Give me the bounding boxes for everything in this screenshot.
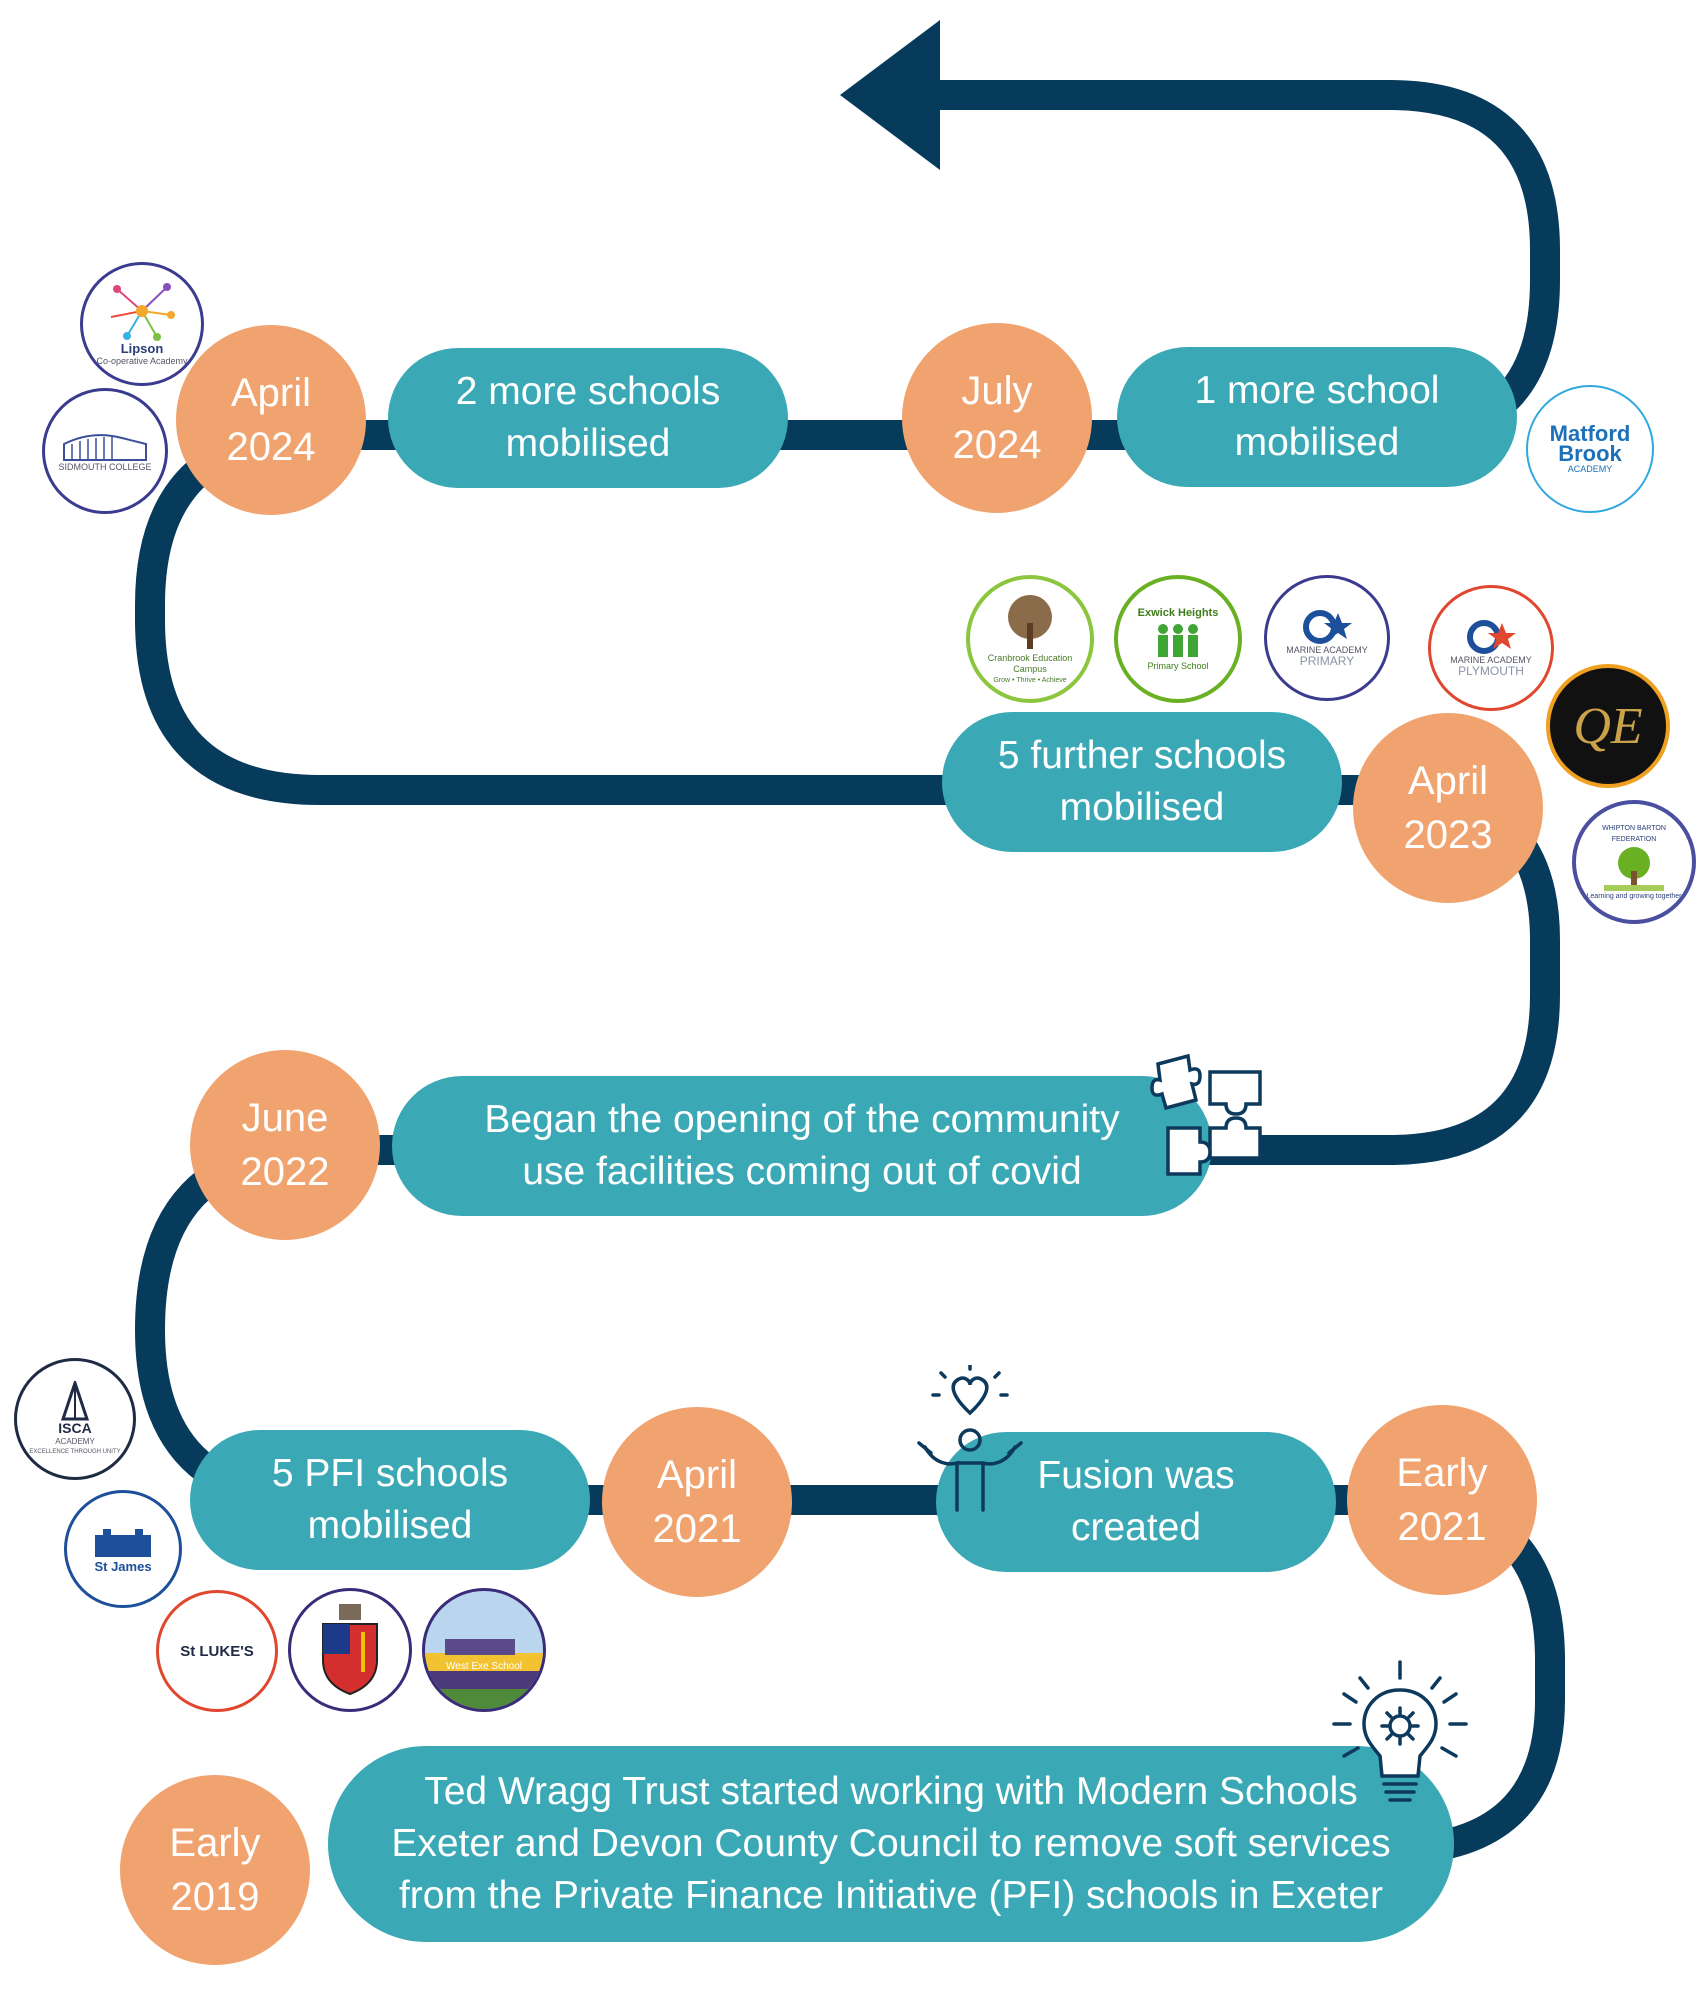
lipson-mark [110,283,175,341]
west-exe-school-logo: West Exe School [422,1588,546,1712]
people-mark [1158,624,1198,657]
marine-academy-plymouth-logo: MARINE ACADEMY PLYMOUTH [1428,585,1554,711]
cranbrook-logo: Cranbrook Education Campus Grow • Thrive… [966,575,1094,703]
tree-mark-green [1604,846,1664,891]
marine-academy-primary-logo: MARINE ACADEMY PRIMARY [1264,575,1390,701]
date-july-2024: July 2024 [902,323,1092,513]
st-lukes-logo: St LUKE'S [156,1590,278,1712]
sidmouth-college-logo: SIDMOUTH COLLEGE [42,388,168,514]
exwick-heights-logo: Exwick Heights Primary School [1114,575,1242,703]
arrow-left-icon [840,20,940,170]
person-heart-icon [917,1365,1023,1512]
crest-mark [322,1604,378,1696]
matford-brook-logo: Matford Brook ACADEMY [1526,385,1654,513]
puzzle-icon [1150,1053,1262,1176]
date-early-2019: Early 2019 [120,1775,310,1965]
milestone-community-facilities: Began the opening of the community use f… [392,1076,1212,1216]
date-april-2023: April 2023 [1353,713,1543,903]
crest-logo [288,1588,412,1712]
sidmouth-mark [63,433,147,461]
milestone-ted-wragg-trust: Ted Wragg Trust started working with Mod… [328,1746,1454,1942]
lightbulb-gear-icon [1332,1660,1468,1802]
tree-mark [1008,594,1052,649]
date-april-2024: April 2024 [176,325,366,515]
milestone-fusion-created: Fusion was created [936,1432,1336,1572]
st-james-mark [95,1528,151,1557]
isca-academy-logo: ISCA ACADEMY EXCELLENCE THROUGH UNITY [14,1358,136,1480]
st-james-logo: St James [64,1490,182,1608]
lipson-logo: Lipson Co-operative Academy [80,262,204,386]
milestone-1-more-school: 1 more school mobilised [1117,347,1517,487]
star-mark-red [1467,620,1516,654]
milestone-5-pfi-schools: 5 PFI schools mobilised [190,1430,590,1570]
whipton-barton-logo: WHIPTON BARTON FEDERATION Learning and g… [1572,800,1696,924]
date-early-2021: Early 2021 [1347,1405,1537,1595]
milestone-2-more-schools: 2 more schools mobilised [388,348,788,488]
milestone-5-further-schools: 5 further schools mobilised [942,712,1342,852]
qe-logo: QE [1546,664,1670,788]
isca-mark [60,1380,90,1420]
date-june-2022: June 2022 [190,1050,380,1240]
west-exe-mark [425,1639,543,1709]
star-mark [1303,610,1352,644]
date-april-2021: April 2021 [602,1407,792,1597]
